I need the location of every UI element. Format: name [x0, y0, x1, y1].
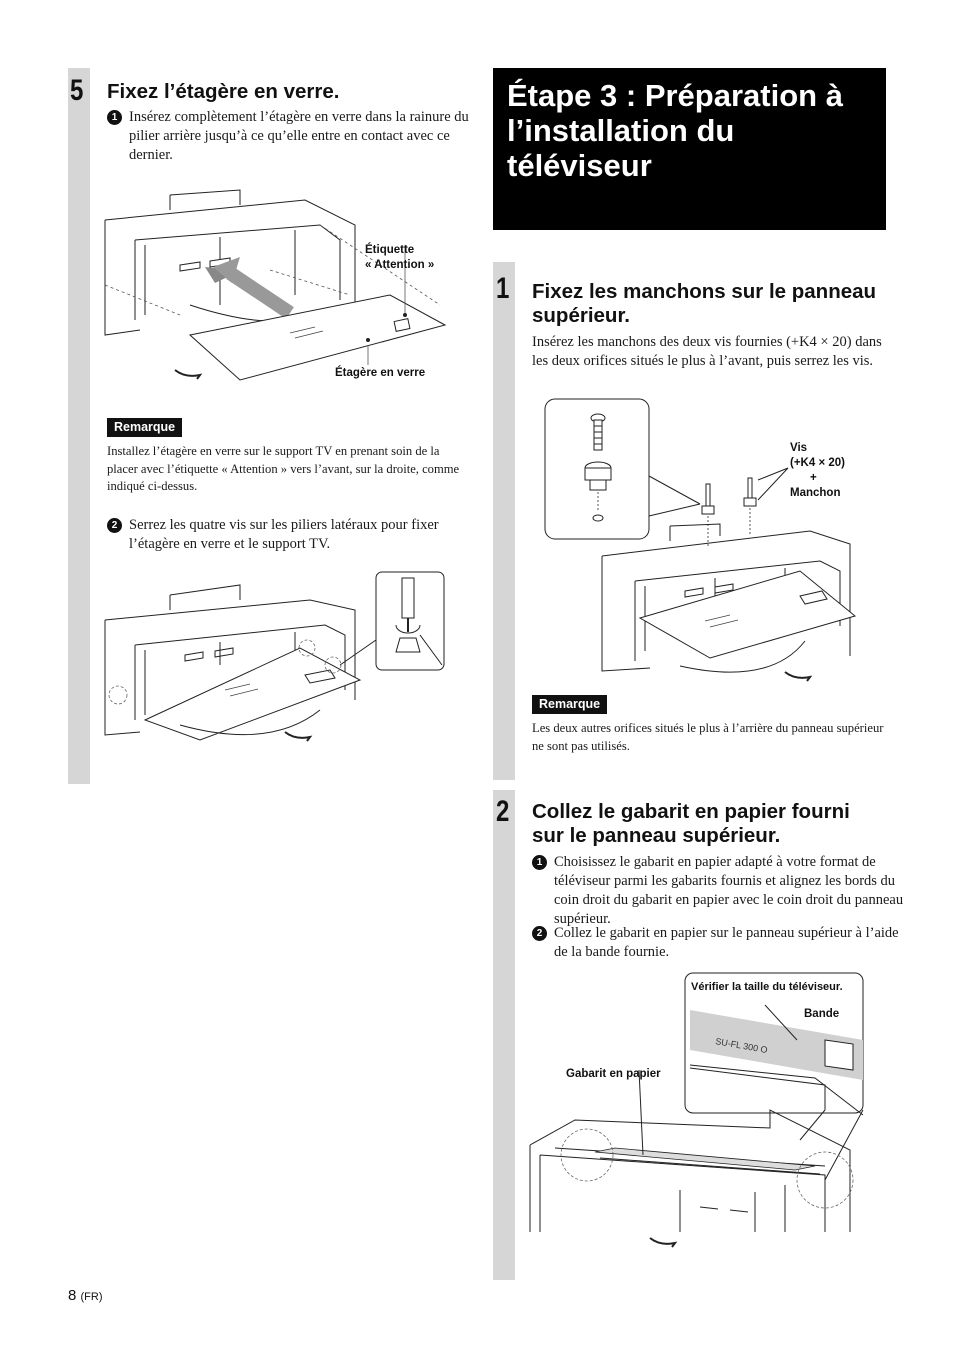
step-1-number: 1: [496, 272, 510, 305]
label-gabarit-en-papier: Gabarit en papier: [566, 1068, 661, 1080]
step-1-text: Insérez les manchons des deux vis fourni…: [532, 334, 882, 369]
label-vis-manchon: Vis (+K4 × 20) + Manchon: [790, 442, 845, 499]
note-badge-left: Remarque: [107, 418, 183, 437]
step-2-item-2: 2 Collez le gabarit en papier sur le pan…: [532, 924, 909, 962]
step-5-item-1-text: Insérez complètement l’étagère en verre …: [129, 109, 469, 163]
page-number: 8 (FR): [68, 1287, 103, 1304]
step-2-item-1: 1 Choisissez le gabarit en papier adapté…: [532, 853, 909, 929]
label-etagere-en-verre: Étagère en verre: [335, 367, 426, 379]
step-2-item-2-marker: 2: [532, 926, 547, 941]
section-title: Étape 3 : Préparation à l’installation d…: [507, 78, 843, 183]
item-2-marker: 2: [107, 518, 122, 533]
step-2-item-1-text: Choisissez le gabarit en papier adapté à…: [554, 854, 904, 927]
step-5-number: 5: [70, 74, 84, 107]
label-etiquette: Étiquette « Attention »: [365, 244, 435, 271]
label-bande: Bande: [804, 1008, 840, 1020]
section-title-box: [493, 68, 886, 230]
page-number-value: 8: [68, 1287, 77, 1304]
figure-paper-template: SU-FL 300 O: [525, 970, 870, 1240]
step-5-bar: [68, 68, 90, 784]
step-2-item-2-text: Collez le gabarit en papier sur le panne…: [554, 925, 899, 960]
note-text-left: Installez l’étagère en verre sur le supp…: [107, 444, 460, 493]
page-language: (FR): [80, 1291, 103, 1303]
note-text-right: Les deux autres orifices situés le plus …: [532, 721, 884, 753]
step-1-heading: Fixez les manchons sur le panneau supéri…: [532, 280, 877, 327]
item-1-marker: 1: [107, 110, 122, 125]
step-2-item-1-marker: 1: [532, 855, 547, 870]
step-2-bar: [493, 790, 515, 1280]
figure-glass-shelf-insert: [100, 185, 460, 395]
label-verifier-taille: Vérifier la taille du téléviseur.: [691, 981, 843, 993]
step-1-bar: [493, 262, 515, 780]
step-5-item-1: 1 Insérez complètement l’étagère en verr…: [107, 108, 484, 165]
step-5-item-2: 2 Serrez les quatre vis sur les piliers …: [107, 516, 484, 554]
figure-screws-side-pillars: [100, 570, 450, 750]
figure-sleeves-top-panel: [540, 396, 870, 686]
step-5-heading: Fixez l’étagère en verre.: [107, 80, 340, 103]
step-2-heading: Collez le gabarit en papier fourni sur l…: [532, 800, 850, 847]
step-2-number: 2: [496, 795, 510, 828]
note-badge-right: Remarque: [532, 695, 608, 714]
step-5-item-2-text: Serrez les quatre vis sur les piliers la…: [129, 517, 439, 552]
